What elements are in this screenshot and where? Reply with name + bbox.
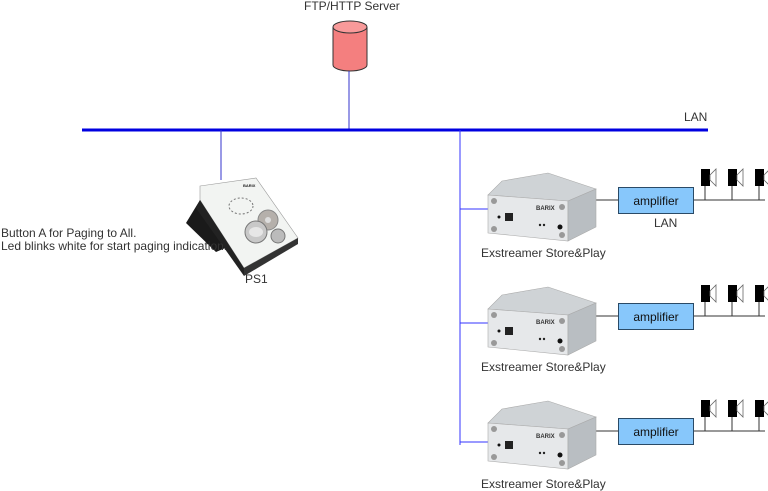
ps1-note-line-2: Led blinks white for start paging indica… (1, 239, 228, 253)
speaker-icon (755, 285, 768, 316)
speaker-icon (701, 284, 717, 316)
speaker-icon (701, 168, 717, 200)
amplifier-1[interactable]: amplifier (618, 187, 694, 214)
speaker-icon (755, 400, 768, 431)
exstreamer-device-graphic-1: BARIX (487, 172, 597, 242)
speaker-icon (701, 399, 717, 431)
svg-text:BARIX: BARIX (536, 434, 555, 440)
amplifier-label-2: amplifier (633, 309, 679, 324)
exstreamer-device-graphic-2: BARIX (487, 286, 597, 356)
svg-text:BARIX: BARIX (536, 320, 555, 326)
ps1-note-line-1: Button A for Paging to All. (1, 226, 137, 240)
svg-text:BARIX: BARIX (536, 206, 555, 212)
svg-text:BARIX: BARIX (243, 183, 256, 188)
amplifier-label-3: amplifier (633, 424, 679, 439)
player-label-3: Exstreamer Store&Play (481, 477, 606, 491)
server-label: FTP/HTTP Server (304, 0, 400, 13)
player-label-1: Exstreamer Store&Play (481, 246, 606, 260)
amplifier-sub-label-1: LAN (654, 216, 678, 230)
amplifier-label-1: amplifier (633, 193, 679, 208)
speaker-icon (755, 169, 768, 200)
speaker-icon (728, 284, 744, 316)
player-label-2: Exstreamer Store&Play (481, 360, 606, 374)
amplifier-3[interactable]: amplifier (618, 418, 694, 445)
ps1-label: PS1 (245, 272, 268, 286)
speaker-icon (728, 399, 744, 431)
speaker-icon (728, 168, 744, 200)
exstreamer-device-graphic-3: BARIX (487, 400, 597, 470)
lan-label: LAN (684, 110, 708, 124)
paging-station-device[interactable]: BARIX (186, 177, 299, 276)
amplifier-2[interactable]: amplifier (618, 303, 694, 330)
server-cylinder-icon (332, 20, 368, 72)
